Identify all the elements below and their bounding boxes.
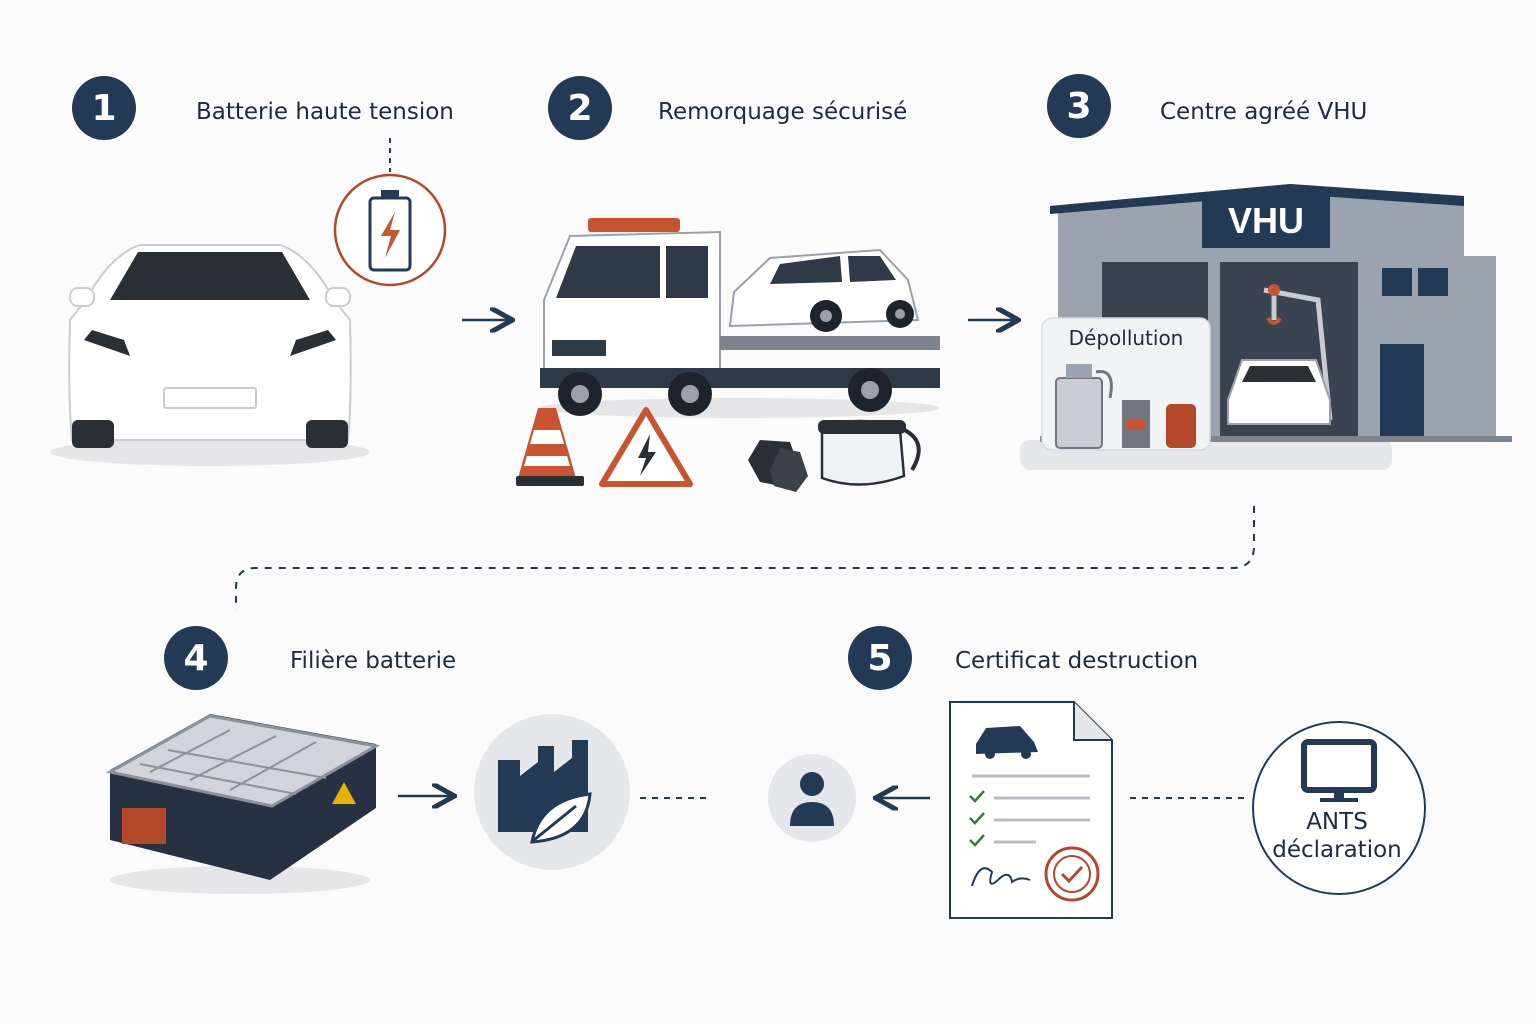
certificate-document-icon — [949, 701, 1113, 919]
connector-3-4 — [235, 506, 1255, 610]
step-4-title: Filière batterie — [290, 648, 457, 674]
step-1-title: Batterie haute tension — [196, 99, 454, 125]
step-2-number: 2 — [548, 76, 612, 140]
car-icon — [50, 244, 370, 466]
step-3-title: Centre agréé VHU — [1160, 99, 1368, 125]
step-2-title: Remorquage sécurisé — [658, 99, 908, 125]
gloves-icon — [748, 440, 808, 492]
step-5-title: Certificat destruction — [955, 648, 1199, 674]
battery-pack-icon — [105, 714, 381, 894]
traffic-cone-icon — [516, 408, 584, 486]
ants-line-1: ANTS — [1306, 809, 1368, 835]
vhu-sign: VHU — [1202, 194, 1330, 248]
step-4-number: 4 — [164, 626, 228, 690]
ants-line-2: déclaration — [1272, 837, 1402, 863]
step-5-number: 5 — [848, 626, 912, 690]
face-shield-icon — [818, 419, 921, 486]
ants-declaration-label: ANTS déclaration — [1262, 808, 1412, 864]
person-icon — [768, 754, 856, 842]
tow-truck-icon — [540, 218, 940, 418]
step-1-number: 1 — [72, 76, 136, 140]
recycling-factory-icon — [474, 714, 630, 870]
battery-icon — [333, 173, 447, 287]
high-voltage-warning-icon — [599, 407, 693, 487]
step-3-number: 3 — [1047, 74, 1111, 138]
computer-monitor-icon — [1252, 721, 1426, 895]
vhu-building-icon — [1020, 184, 1512, 470]
depollution-label: Dépollution — [1068, 326, 1184, 350]
